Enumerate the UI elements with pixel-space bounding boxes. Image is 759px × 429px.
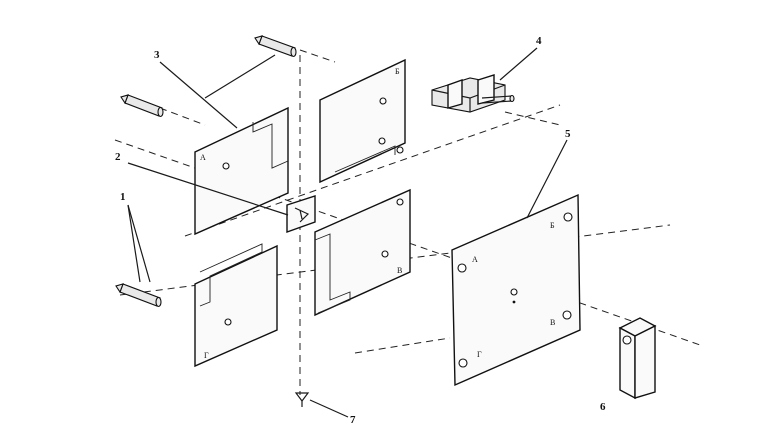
leader-3-a: [159, 61, 238, 129]
plate-upper-left: А: [194, 106, 289, 236]
leader-4: [499, 47, 538, 81]
leader-5: [526, 139, 568, 219]
pin-lower-left: [115, 283, 162, 308]
corner-label-a: А: [200, 153, 206, 162]
corner-label-v: В: [397, 266, 402, 275]
leader-1-b: [127, 204, 141, 283]
corner-label-g: Г: [204, 351, 209, 360]
block-part: [618, 317, 657, 400]
center-connector: [286, 195, 316, 233]
main-label-a: А: [472, 255, 478, 264]
fastener: [294, 392, 310, 407]
axis-upper-right: [184, 104, 561, 237]
leader-3-b: [204, 54, 276, 99]
pin-upper-left: [120, 94, 164, 118]
bracket-assembly: [431, 74, 515, 113]
plate-main: А Б В Г: [451, 193, 581, 387]
callout-3: 3: [154, 49, 160, 61]
leader-1-a: [127, 204, 151, 283]
pin-top: [254, 35, 297, 58]
axis-pin-left: [159, 107, 206, 126]
callout-5: 5: [565, 128, 571, 140]
leader-7: [309, 399, 349, 418]
axis-bottom-right: [354, 337, 451, 354]
plate-upper-right: Б: [319, 58, 406, 184]
axis-pin-top: [299, 49, 336, 63]
corner-label-b: Б: [395, 67, 400, 76]
leader-2: [127, 162, 289, 216]
callout-7: 7: [350, 414, 356, 426]
plate-lower-left: Г: [194, 243, 278, 368]
main-label-g: Г: [477, 350, 482, 359]
main-label-v: В: [550, 318, 555, 327]
main-label-b: Б: [550, 221, 555, 230]
plate-lower-right: В: [314, 188, 411, 317]
axis-main-diagonal: [114, 139, 701, 346]
callout-1: 1: [120, 191, 126, 203]
callout-6: 6: [600, 401, 606, 413]
callout-2: 2: [115, 151, 121, 163]
callout-4: 4: [536, 35, 542, 47]
axis-bracket: [504, 111, 561, 126]
